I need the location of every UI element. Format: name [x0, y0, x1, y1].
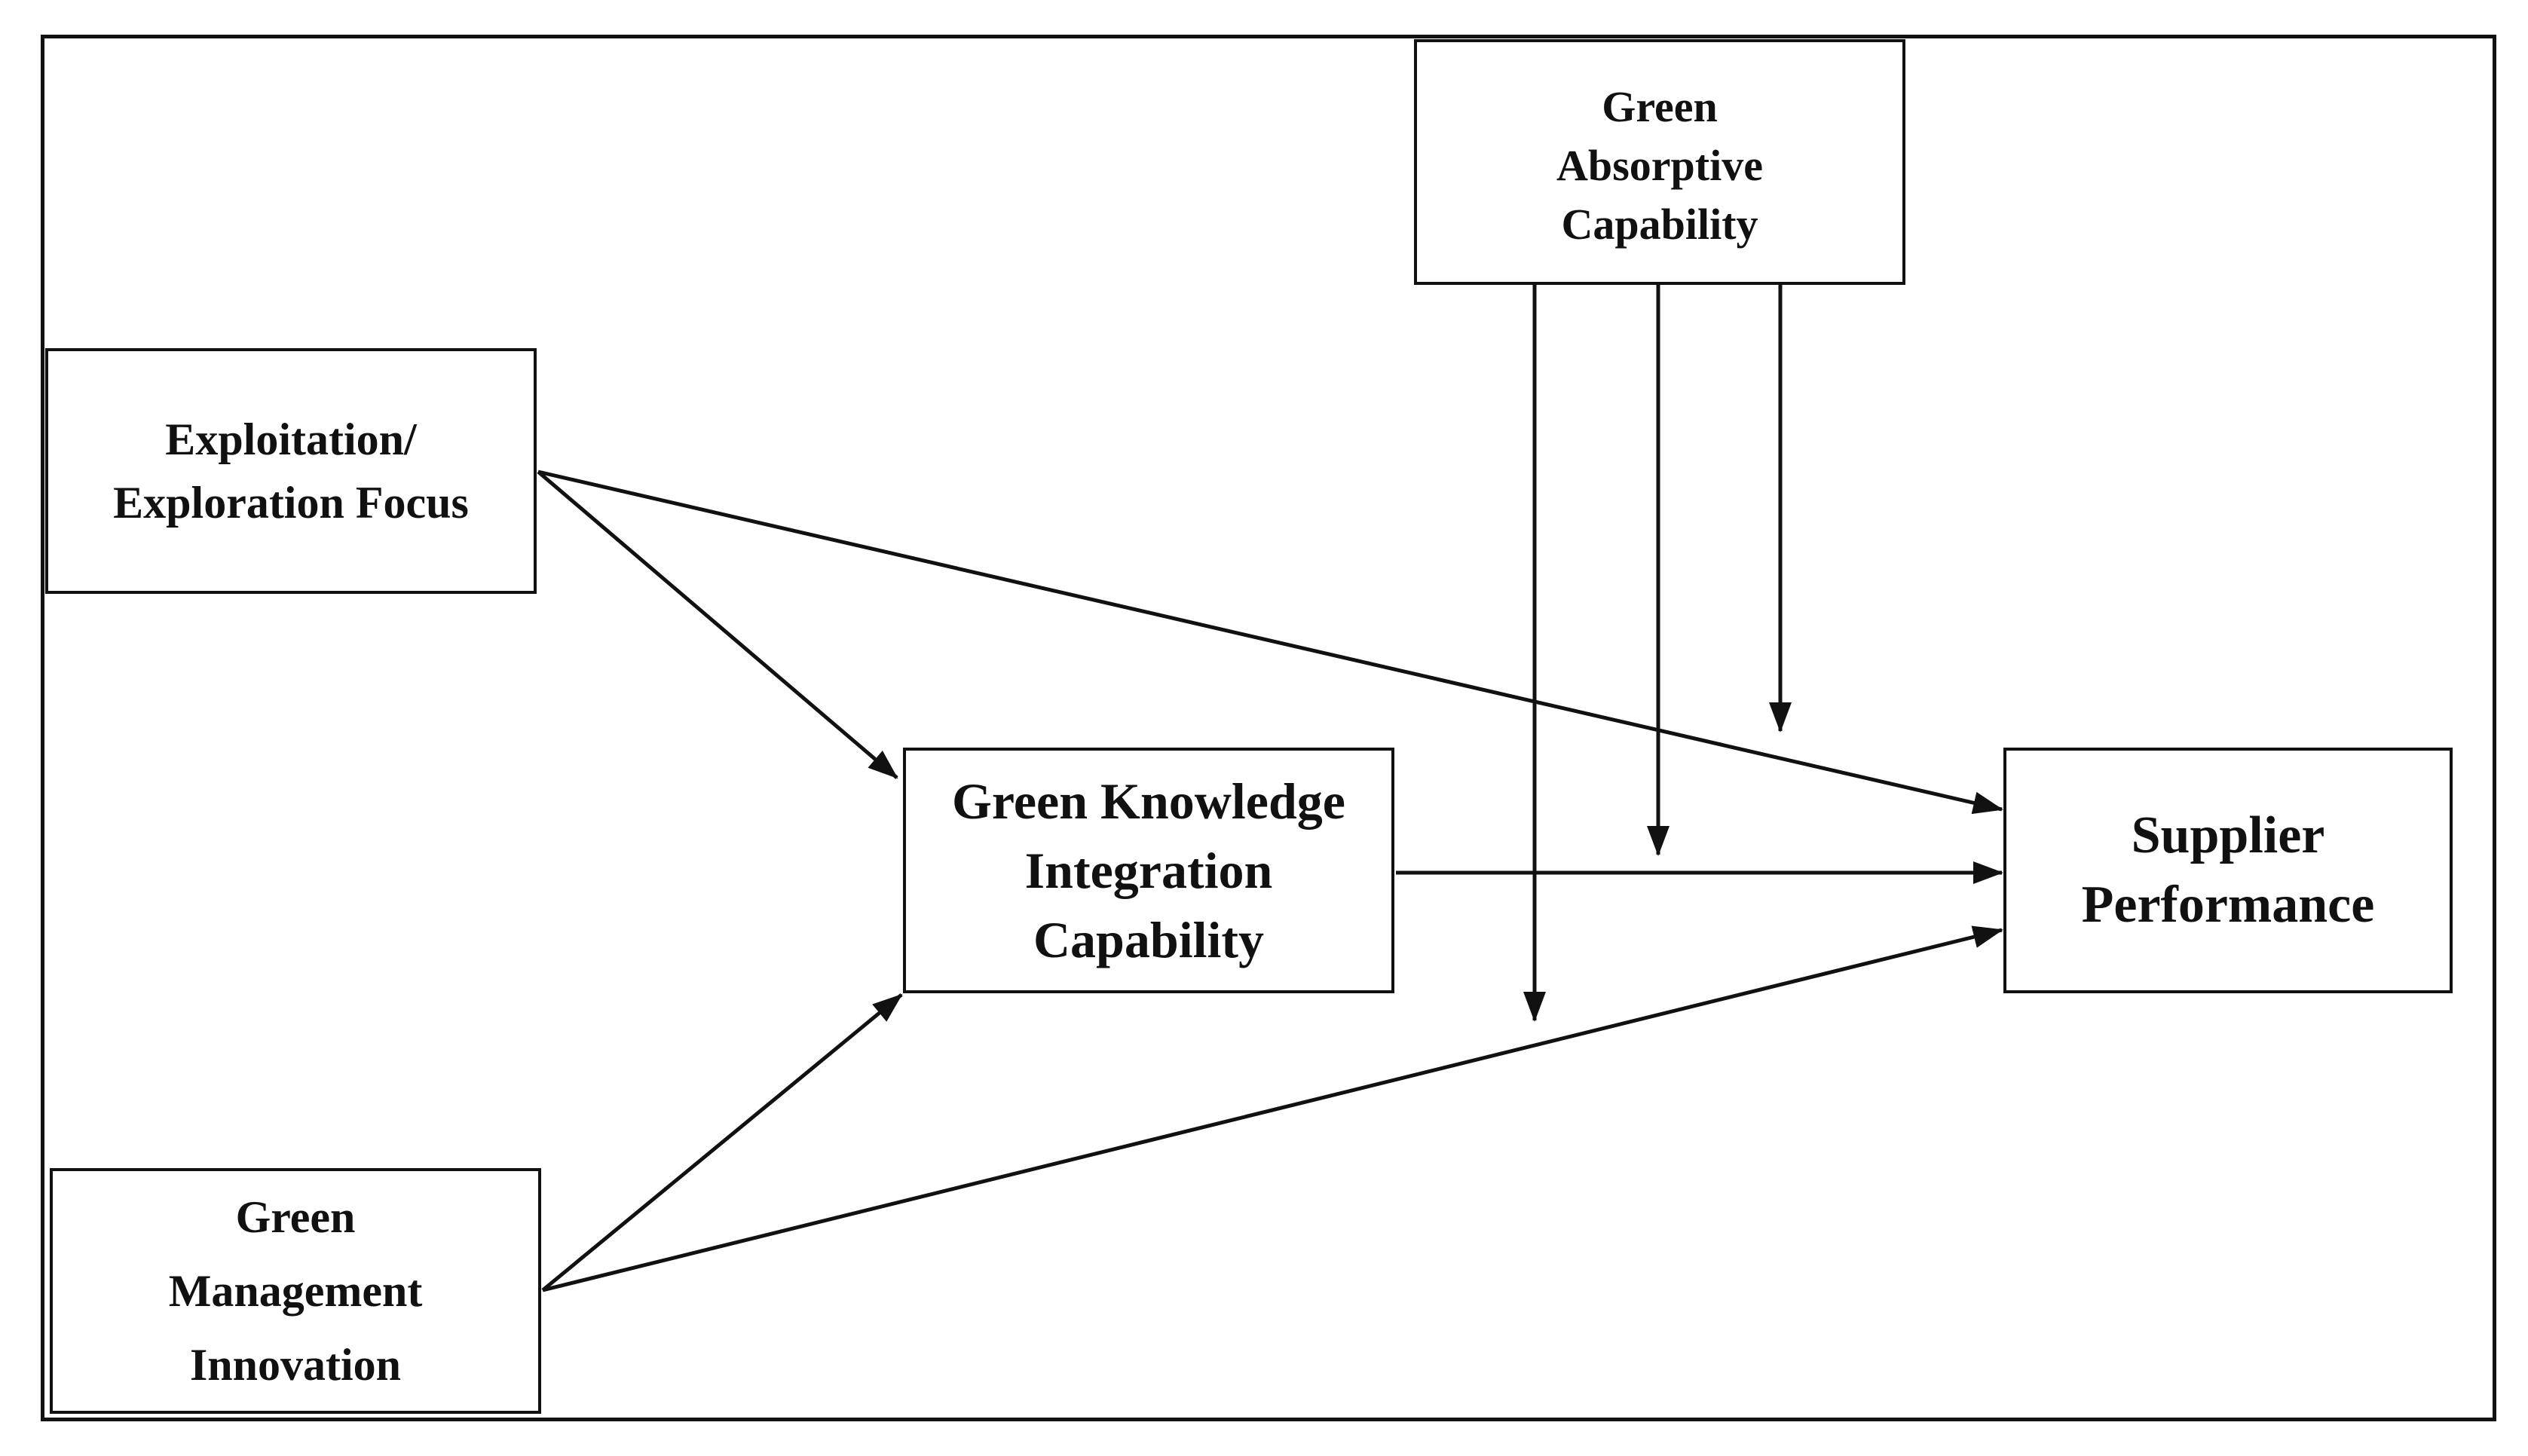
arrow-exploitation-to-integration — [537, 470, 898, 779]
node-label-line: Absorptive — [1556, 141, 1763, 190]
node-label-line: Integration — [1024, 842, 1273, 899]
node-green-management-innovation: Green Management Innovation — [50, 1168, 541, 1414]
node-label-line: Green Knowledge — [952, 772, 1345, 830]
arrow-exploitation-to-supplier — [537, 470, 2003, 815]
diagram-frame — [41, 35, 2496, 1421]
node-label-line: Management — [168, 1266, 423, 1316]
node-label-line: Green — [235, 1192, 356, 1242]
node-label-line: Capability — [1561, 200, 1758, 249]
node-label-line: Green — [1602, 82, 1718, 131]
node-exploitation-exploration-focus: Exploitation/ Exploration Focus — [45, 348, 537, 594]
node-label-line: Performance — [2081, 876, 2375, 934]
arrow-management-to-integration — [541, 993, 903, 1292]
node-label-line: Exploitation/ — [165, 414, 417, 464]
arrow-management-to-supplier — [542, 925, 2003, 1292]
node-green-knowledge-integration-capability: Green Knowledge Integration Capability — [903, 748, 1394, 993]
node-label-line: Innovation — [189, 1340, 402, 1390]
node-green-absorptive-capability: Green Absorptive Capability — [1414, 39, 1905, 285]
node-label-line: Exploration Focus — [113, 478, 469, 528]
node-label-line: Capability — [1033, 911, 1265, 968]
node-label-line: Supplier — [2131, 806, 2325, 864]
node-supplier-performance: Supplier Performance — [2003, 748, 2453, 993]
